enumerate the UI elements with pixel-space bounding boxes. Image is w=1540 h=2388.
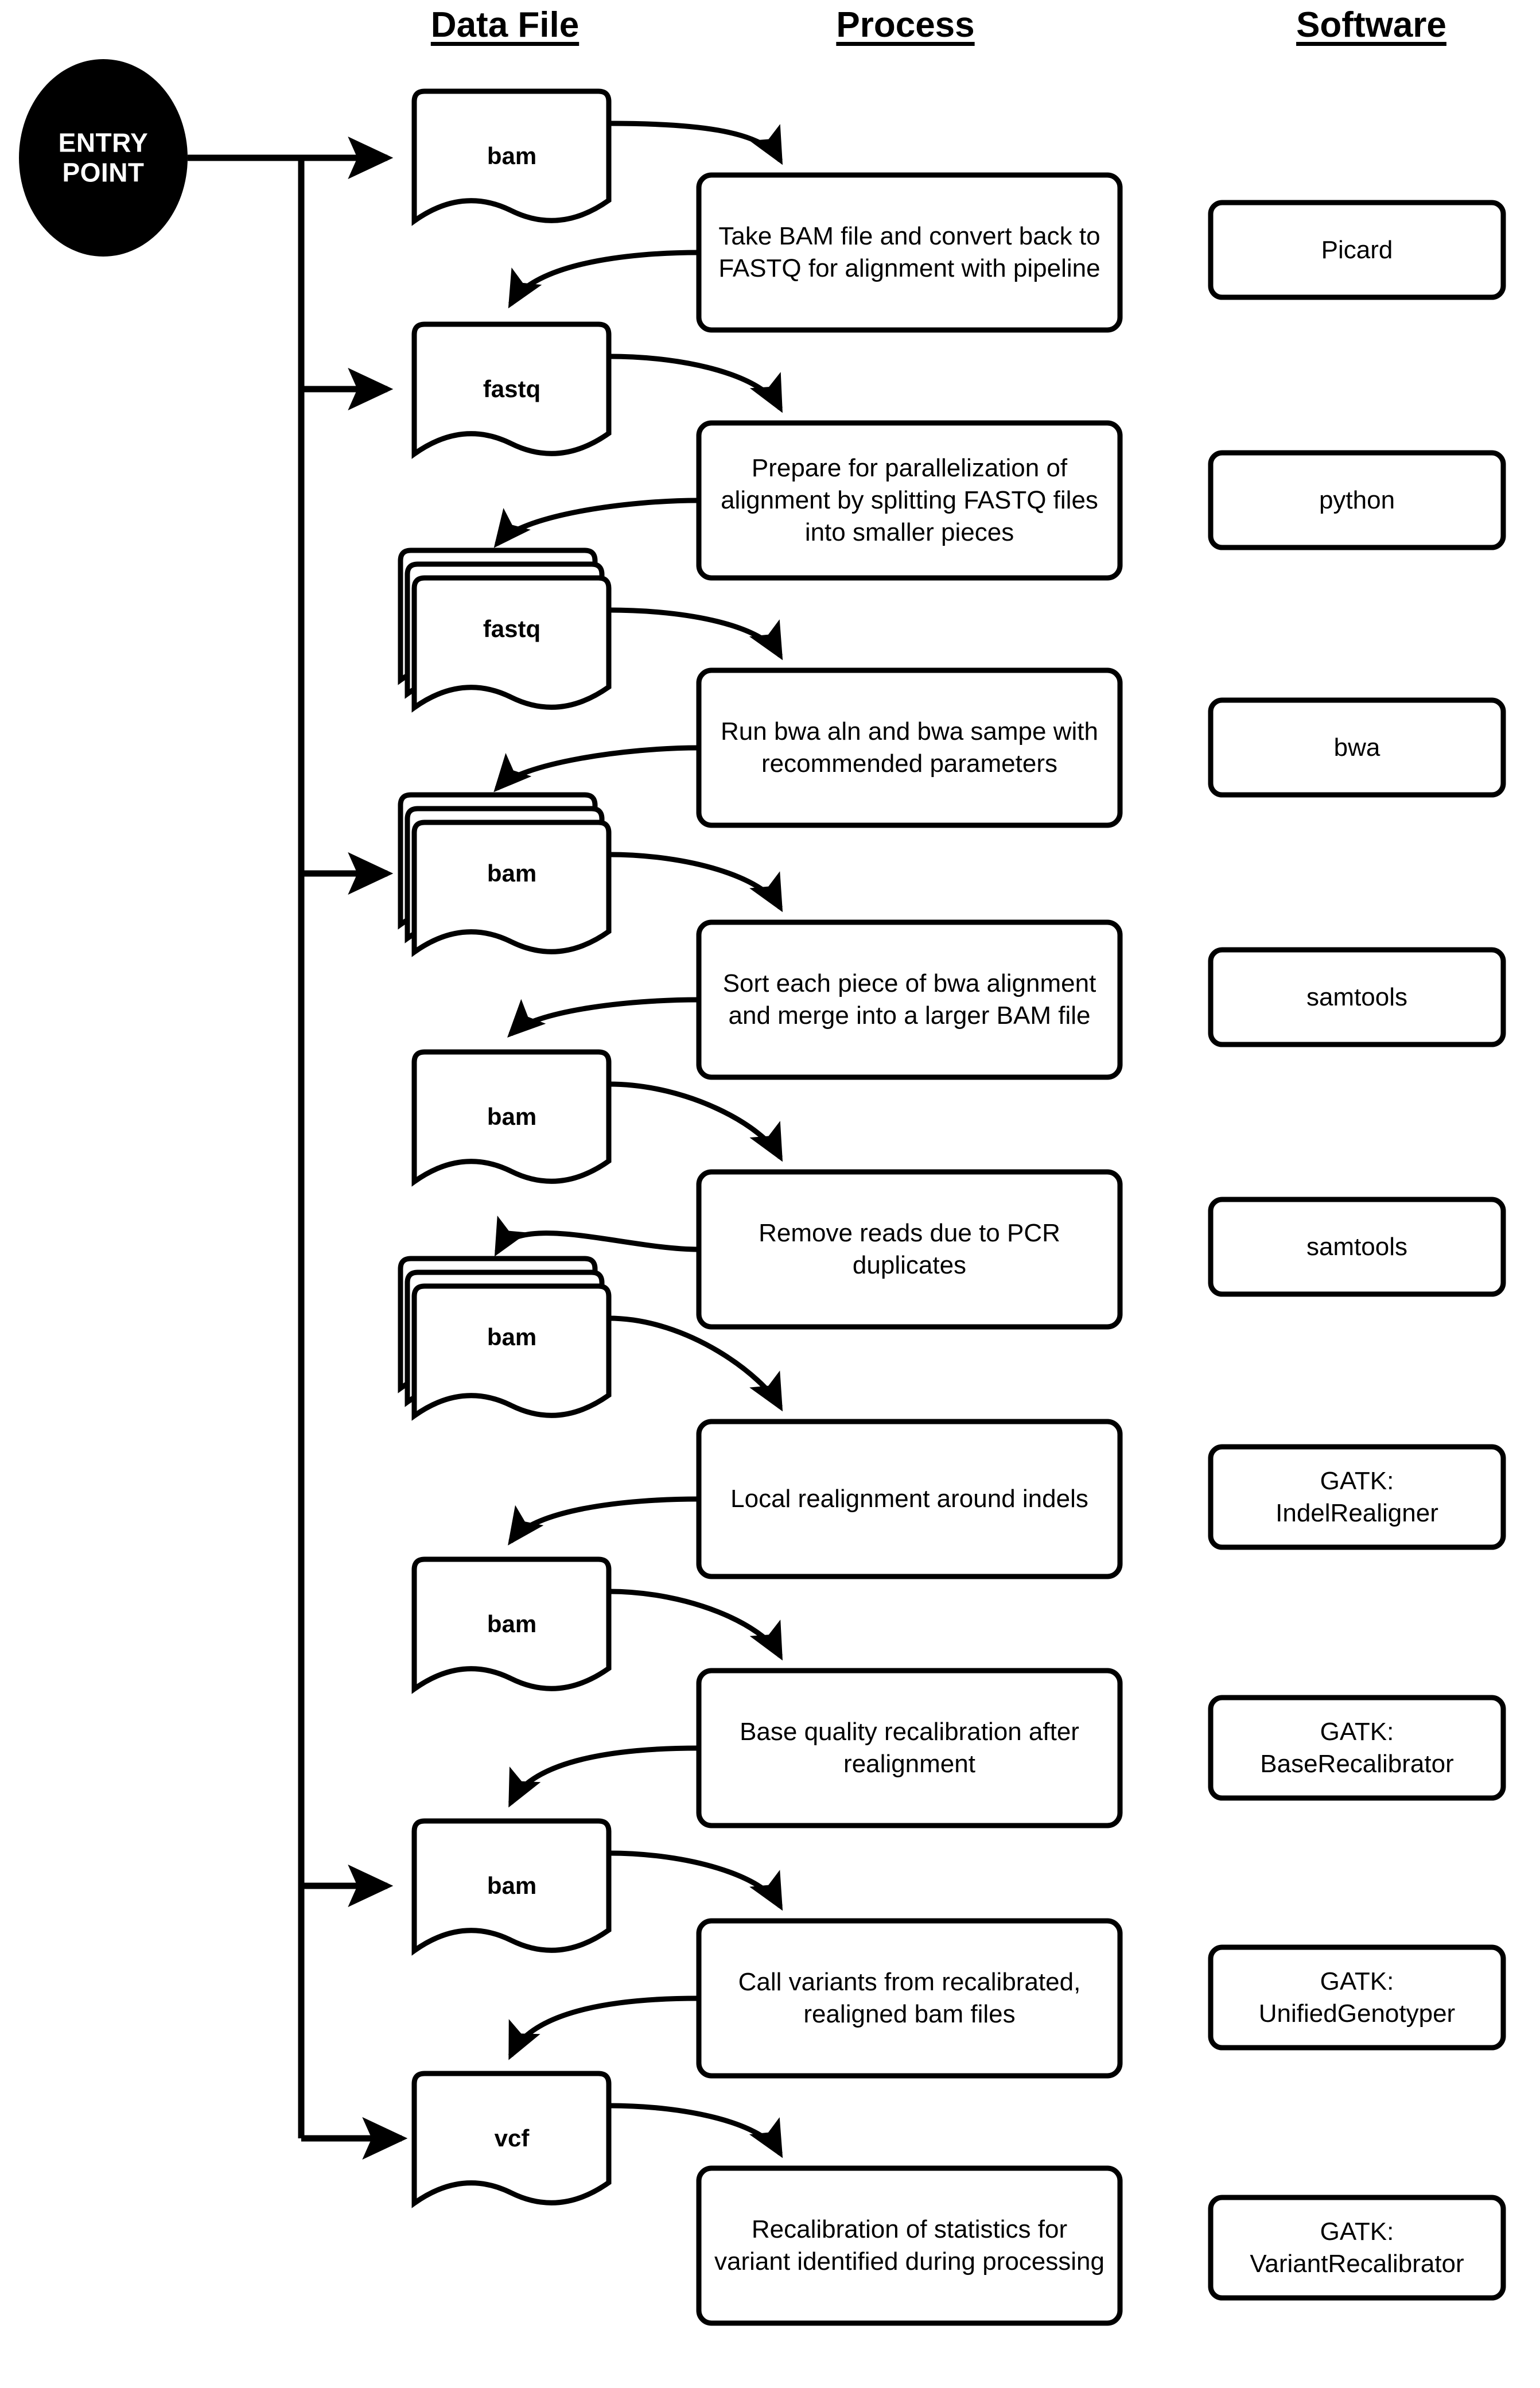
column-header-process: Process — [836, 5, 975, 45]
data-file-label-vcf: vcf — [494, 2125, 530, 2152]
entry-point-node — [19, 59, 188, 257]
process-label-8: Call variants from recalibrated, realign… — [738, 1968, 1081, 2028]
file-to-process-connectors — [608, 121, 783, 2158]
data-file-shape-bam-3 — [411, 1049, 612, 1187]
process-label-7: Base quality recalibration after realign… — [740, 1718, 1079, 1778]
data-file-label-bam-4: bam — [487, 1323, 537, 1350]
process-label-2: Prepare for parallelization of alignment… — [721, 454, 1098, 546]
process-label-1: Take BAM file and convert back to FASTQ … — [718, 222, 1100, 282]
data-file-shape-fastq-1 — [411, 321, 612, 459]
process-label-4: Sort each piece of bwa alignment and mer… — [722, 969, 1096, 1030]
software-box-6 — [1208, 1444, 1506, 1550]
data-file-label-fastq-2: fastq — [483, 615, 541, 642]
software-boxes — [1208, 200, 1506, 2301]
process-label-6: Local realignment around indels — [730, 1485, 1088, 1513]
software-label-picard: Picard — [1321, 236, 1393, 265]
data-file-label-bam-5: bam — [487, 1610, 537, 1637]
software-label-bwa: bwa — [1333, 733, 1380, 762]
software-box-1 — [1208, 200, 1506, 300]
data-file-label-bam-6: bam — [487, 1872, 537, 1899]
software-label-gatk-indelrealigner: GATK: IndelRealigner — [1275, 1467, 1438, 1527]
data-file-label-fastq-1: fastq — [483, 375, 541, 402]
entry-point-label: ENTRY POINT — [17, 128, 189, 187]
column-header-data-file: Data File — [430, 5, 580, 45]
process-label-9: Recalibration of statistics for variant … — [714, 2215, 1105, 2276]
data-file-shape-vcf — [411, 2071, 612, 2208]
data-file-shape-bam-5 — [411, 1556, 612, 1694]
spine-connectors — [188, 136, 408, 2160]
software-box-7 — [1208, 1695, 1506, 1801]
column-header-software: Software — [1296, 5, 1446, 45]
software-box-2 — [1208, 450, 1506, 550]
software-label-samtools-2: samtools — [1306, 1233, 1408, 1261]
data-file-shape-bam-6 — [411, 1818, 612, 1956]
software-box-5 — [1208, 1197, 1506, 1297]
data-file-label-bam-1: bam — [487, 142, 537, 169]
data-file-shape-fastq-2-stacked — [398, 548, 612, 713]
software-label-gatk-unifiedgenotyper: GATK: UnifiedGenotyper — [1258, 1967, 1456, 2028]
data-file-shape-bam-2-stacked — [398, 792, 612, 957]
data-file-shape-bam-1 — [411, 88, 612, 226]
entry-point-line-2: POINT — [62, 157, 145, 187]
data-file-label-bam-2: bam — [487, 860, 537, 887]
process-label-3: Run bwa aln and bwa sampe with recommend… — [721, 717, 1098, 778]
software-box-9 — [1208, 2195, 1506, 2301]
process-to-file-connectors — [493, 250, 699, 2060]
software-label-gatk-baserecalibrator: GATK: BaseRecalibrator — [1260, 1718, 1454, 1778]
software-box-3 — [1208, 697, 1506, 798]
data-file-shape-bam-4-stacked — [398, 1256, 612, 1421]
software-label-gatk-variantrecalibrator: GATK: VariantRecalibrator — [1250, 2218, 1464, 2278]
software-label-samtools-1: samtools — [1306, 983, 1408, 1012]
process-boxes — [696, 172, 1123, 2326]
software-label-python: python — [1319, 486, 1395, 515]
data-file-label-bam-3: bam — [487, 1103, 537, 1130]
software-box-4 — [1208, 947, 1506, 1047]
process-label-5: Remove reads due to PCR duplicates — [759, 1219, 1060, 1279]
process-box-9 — [696, 2165, 1123, 2326]
software-box-8 — [1208, 1944, 1506, 2051]
entry-point-line-1: ENTRY — [58, 127, 149, 158]
